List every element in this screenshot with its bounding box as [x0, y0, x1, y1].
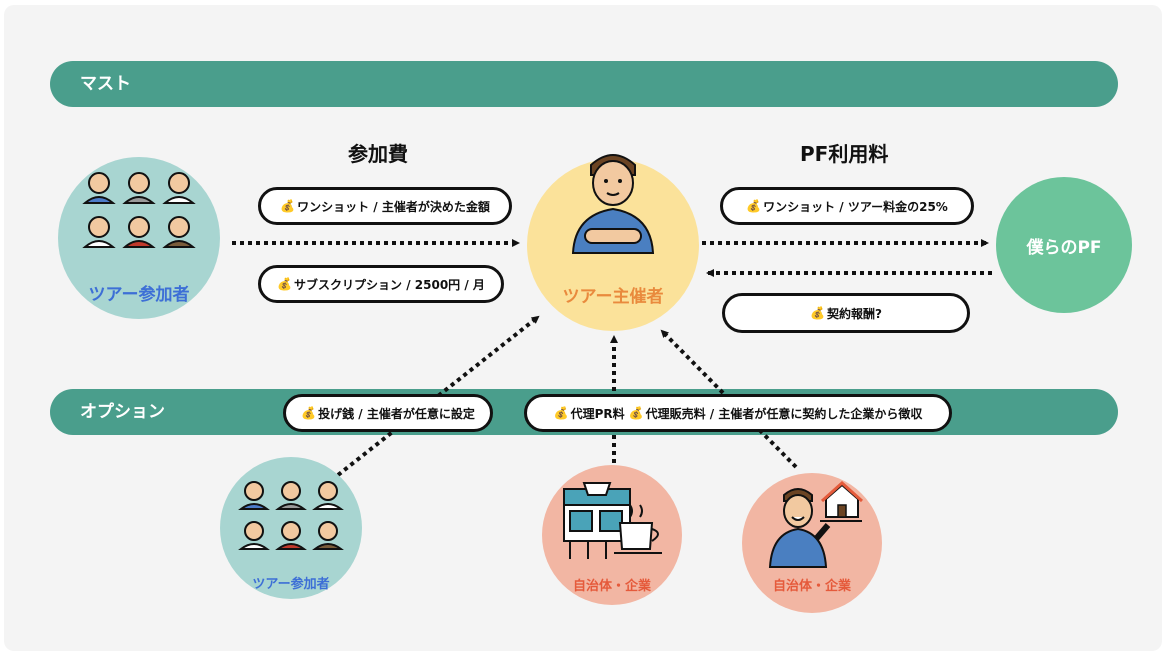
people-group-icon: [82, 172, 196, 248]
pf-one-shot-pill: 💰 ワンショット / ツアー料金の25%: [720, 187, 974, 225]
municipality-agent-node: 自治体・企業: [742, 473, 882, 613]
money-bag-icon: 💰: [280, 199, 296, 213]
diagram-canvas: マスト オプション 参加費 PF利用料: [4, 5, 1162, 651]
must-band-label: マスト: [80, 74, 131, 94]
organizer-node: ツアー主催者: [527, 154, 699, 331]
municipality-cafe-label: 自治体・企業: [572, 579, 651, 594]
option-band-label: オプション: [80, 402, 165, 422]
money-bag-icon: 💰: [277, 277, 293, 291]
participation-fee-heading: 参加費: [348, 142, 408, 166]
participants-option-node: ツアー参加者: [220, 457, 362, 599]
pf-fee-heading: PF利用料: [800, 142, 889, 166]
participants-main-node: ツアー参加者: [58, 157, 220, 319]
participants-main-label: ツアー参加者: [88, 285, 190, 305]
money-bag-icon: 💰: [628, 406, 644, 420]
agency-fee-pill: 💰 代理PR料 💰 代理販売料 / 主催者が任意に契約した企業から徴収: [524, 394, 952, 432]
pf-one-shot-text: ワンショット / ツアー料金の25%: [763, 199, 948, 214]
organizer-label: ツアー主催者: [562, 287, 664, 307]
arrow-tip-to-organizer: [336, 315, 540, 477]
municipality-agent-label: 自治体・企業: [772, 579, 851, 594]
subscription-fee-text: サブスクリプション / 2500円 / 月: [294, 277, 485, 292]
one-shot-fee-pill: 💰 ワンショット / 主催者が決めた金額: [258, 187, 512, 225]
cafe-icon: [563, 482, 662, 559]
agency-pr-text: 代理PR料: [570, 406, 625, 421]
agent-house-icon: [768, 480, 864, 568]
one-shot-fee-text: ワンショット / 主催者が決めた金額: [297, 199, 490, 214]
participants-option-label: ツアー参加者: [252, 577, 330, 592]
money-bag-icon: 💰: [301, 406, 317, 420]
must-band: マスト: [50, 61, 1118, 107]
platform-label: 僕らのPF: [1026, 238, 1102, 258]
tip-text: 投げ銭 / 主催者が任意に設定: [318, 406, 475, 421]
platform-node: 僕らのPF: [996, 177, 1132, 313]
money-bag-icon: 💰: [553, 406, 569, 420]
money-bag-icon: 💰: [810, 306, 825, 320]
agency-sales-text: 代理販売料 / 主催者が任意に契約した企業から徴収: [645, 406, 923, 421]
people-group-small-icon: [238, 481, 344, 550]
tip-pill: 💰 投げ銭 / 主催者が任意に設定: [283, 394, 493, 432]
contract-reward-pill: 💰 契約報酬?: [722, 293, 970, 333]
subscription-fee-pill: 💰 サブスクリプション / 2500円 / 月: [258, 265, 504, 303]
money-bag-icon: 💰: [746, 199, 762, 213]
municipality-cafe-node: 自治体・企業: [542, 465, 682, 605]
contract-reward-text: 契約報酬?: [826, 306, 882, 321]
organizer-person-icon: [571, 154, 655, 254]
